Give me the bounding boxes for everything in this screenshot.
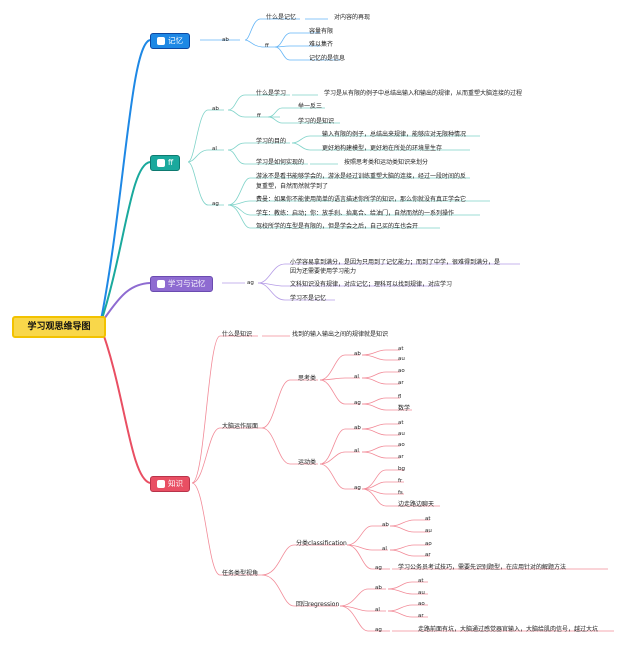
knowledge-cls-ab-item-0[interactable]: at [425, 516, 431, 522]
knowledge-think-ag-item-1[interactable]: 数学 [398, 405, 411, 412]
node-learn-memory[interactable]: 学习与记忆 [150, 276, 213, 292]
ff-what-learn[interactable]: 什么是学习 [256, 90, 287, 97]
knowledge-cls-al-item-1[interactable]: ar [425, 552, 431, 558]
book-icon [157, 159, 165, 167]
ff-ag-item-4[interactable]: 驾校所学的车型是有限的，但是学会之后，自己买的车也会开 [256, 223, 419, 230]
knowledge-reg-al[interactable]: al [375, 607, 380, 613]
ff-goal-item-0[interactable]: 输入有限的例子，总结出来规律，能够应对无限种情况 [322, 131, 467, 138]
knowledge-think[interactable]: 思考类 [298, 375, 317, 382]
knowledge-motion-al[interactable]: al [354, 448, 359, 454]
knowledge-motion-al-item-1[interactable]: ar [398, 454, 404, 460]
ff-ab[interactable]: ab [212, 106, 219, 112]
link-knowledge [99, 324, 151, 484]
knowledge-brain[interactable]: 大脑运作层面 [222, 423, 259, 430]
knowledge-cls-ab[interactable]: ab [382, 522, 389, 528]
knowledge-think-al[interactable]: al [354, 374, 359, 380]
knowledge-think-ab-item-1[interactable]: au [398, 356, 405, 362]
knowledge-task[interactable]: 任务类型视角 [222, 570, 259, 577]
knowledge-motion-ag[interactable]: ag [354, 485, 361, 491]
ff-ag-item-3[interactable]: 学车：教练：启动；你：放手刹、抬离合、给油门，自然而然的一系列操作 [256, 210, 455, 217]
knowledge-motion[interactable]: 运动类 [298, 459, 317, 466]
ff-how[interactable]: 学习是如何实现的 [256, 159, 305, 166]
book-icon [157, 37, 165, 45]
ff-how-answer[interactable]: 按照思考类和运动类知识来划分 [344, 159, 429, 166]
ff-ff-item-0[interactable]: 举一反三 [298, 103, 323, 110]
knowledge-think-ag-item-0[interactable]: fl [398, 394, 402, 400]
knowledge-cls[interactable]: 分类classification [296, 540, 347, 547]
memory-what[interactable]: 什么是记忆 [266, 14, 297, 21]
learn-memory-item-1[interactable]: 因为还需要使用学习能力 [290, 268, 357, 275]
ff-goal[interactable]: 学习的目的 [256, 138, 287, 145]
ff-goal-item-1[interactable]: 更好地构建模型，更好地在所处的环境里生存 [322, 145, 443, 152]
node-memory-label: 记忆 [168, 36, 183, 45]
book-icon [157, 480, 165, 488]
ff-al[interactable]: al [212, 146, 217, 152]
knowledge-motion-ab-item-0[interactable]: at [398, 420, 404, 426]
knowledge-motion-ag-item-2[interactable]: fs [398, 490, 403, 496]
knowledge-cls-al[interactable]: al [382, 546, 387, 552]
knowledge-motion-ag-item-0[interactable]: bg [398, 466, 405, 472]
memory-ab[interactable]: ab [222, 37, 229, 43]
learn-memory-item-0[interactable]: 小学容易拿到满分，是因为只用到了记忆能力；而到了中学，很难得到满分，是 [290, 259, 501, 266]
knowledge-reg-al-item-1[interactable]: ar [418, 613, 424, 619]
node-ff-label: ff [168, 158, 174, 167]
memory-ff-item-0[interactable]: 容量有限 [309, 28, 334, 35]
ff-ag-item-1[interactable]: 复重塑，自然而然就学到了 [256, 183, 329, 190]
knowledge-motion-ag-item-1[interactable]: fr [398, 478, 403, 484]
knowledge-what-answer[interactable]: 找到的输入输出之间的规律就是知识 [292, 331, 389, 338]
link-ff [99, 161, 151, 326]
memory-ff-item-2[interactable]: 记忆的是信息 [309, 55, 346, 62]
knowledge-reg-ab-item-0[interactable]: at [418, 578, 424, 584]
book-icon [157, 280, 165, 288]
knowledge-cls-ag[interactable]: ag [375, 565, 382, 571]
knowledge-reg-al-item-0[interactable]: ao [418, 601, 425, 607]
knowledge-think-al-item-1[interactable]: ar [398, 380, 404, 386]
ff-ff[interactable]: ff [257, 113, 261, 119]
node-memory[interactable]: 记忆 [150, 33, 190, 49]
knowledge-motion-ab-item-1[interactable]: au [398, 431, 405, 437]
knowledge-cls-al-item-0[interactable]: ao [425, 541, 432, 547]
learn-memory-item-3[interactable]: 学习不是记忆 [290, 295, 327, 302]
knowledge-motion-ab[interactable]: ab [354, 425, 361, 431]
link-learn-memory [99, 282, 151, 326]
knowledge-reg-ab[interactable]: ab [375, 585, 382, 591]
knowledge-reg-ag[interactable]: ag [375, 627, 382, 633]
knowledge-think-ag[interactable]: ag [354, 400, 361, 406]
ff-ag-item-2[interactable]: 费曼：如果你不能使用简单的语言描述你所学的知识，那么你就没有真正学会它 [256, 196, 467, 203]
root-node[interactable]: 学习观思维导图 [12, 316, 106, 338]
memory-what-answer[interactable]: 对内容的再现 [334, 14, 371, 21]
node-knowledge-label: 知识 [168, 479, 183, 488]
link-memory [99, 39, 151, 326]
knowledge-reg-ag-item[interactable]: 走路前面有坑，大脑通过感觉器官输入，大脑给肌肉信号，越过大坑 [418, 626, 599, 633]
learn-memory-item-2[interactable]: 文科知识没有规律，对应记忆；理科可以找到规律，对应学习 [290, 281, 453, 288]
learn-memory-ag[interactable]: ag [247, 280, 254, 286]
knowledge-motion-al-item-0[interactable]: ao [398, 442, 405, 448]
knowledge-motion-ag-item-3[interactable]: 边走路边聊天 [398, 501, 435, 508]
ff-ag-item-0[interactable]: 游泳不是看书能够学会的，游泳是经过训练重塑大脑的连接，经过一段时间的反 [256, 173, 467, 180]
knowledge-think-al-item-0[interactable]: ao [398, 368, 405, 374]
knowledge-cls-ag-item[interactable]: 学习公务员考试技巧，需要先识别题型，在应用针对的解题方法 [398, 564, 567, 571]
node-knowledge[interactable]: 知识 [150, 476, 190, 492]
memory-ff[interactable]: ff [265, 43, 269, 49]
knowledge-think-ab[interactable]: ab [354, 351, 361, 357]
node-learn-memory-label: 学习与记忆 [168, 279, 206, 288]
knowledge-reg[interactable]: 回归regression [296, 601, 340, 608]
knowledge-cls-ab-item-1[interactable]: au [425, 528, 432, 534]
ff-ag[interactable]: ag [212, 201, 219, 207]
node-ff[interactable]: ff [150, 155, 181, 171]
memory-ff-item-1[interactable]: 难以集齐 [309, 41, 334, 48]
knowledge-think-ab-item-0[interactable]: at [398, 346, 404, 352]
knowledge-reg-ab-item-1[interactable]: au [418, 590, 425, 596]
knowledge-what[interactable]: 什么是知识 [222, 331, 253, 338]
ff-what-learn-answer[interactable]: 学习是从有限的例子中总结出输入和输出的规律，从而重塑大脑连接的过程 [324, 90, 523, 97]
ff-ff-item-1[interactable]: 学习的是知识 [298, 118, 335, 125]
